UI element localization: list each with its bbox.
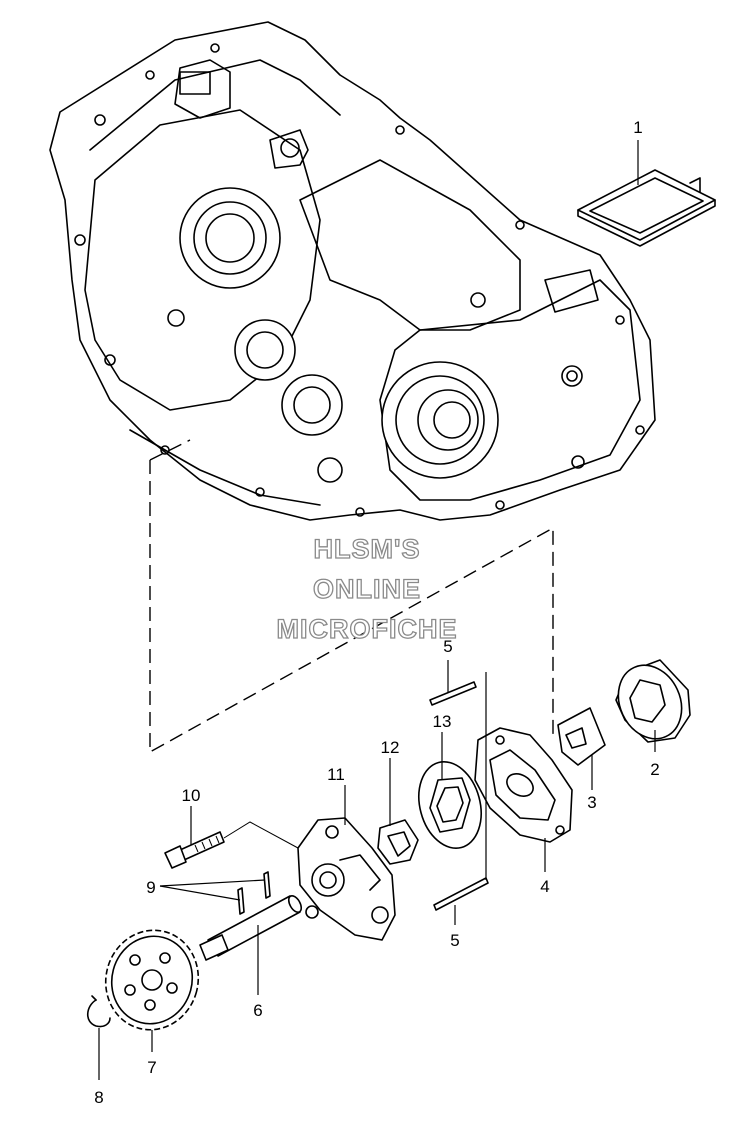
pump-cover (297, 817, 396, 941)
leader-lines (98, 140, 656, 1080)
callout-13: 13 (433, 712, 452, 731)
callout-11: 11 (327, 765, 345, 784)
callout-4: 4 (540, 877, 549, 896)
watermark-line-3: MICROFICHE (277, 614, 458, 644)
driven-gear (104, 929, 200, 1031)
crankcase-half (49, 21, 656, 521)
pump-bolt (164, 821, 299, 869)
inner-rotor-front (377, 819, 419, 865)
watermark: HLSM'S ONLINE MICROFICHE (276, 533, 458, 644)
callout-5-upper: 5 (443, 637, 452, 656)
callout-1: 1 (633, 118, 642, 137)
oil-strainer-screen (577, 169, 716, 247)
callout-6: 6 (253, 1001, 262, 1020)
callout-7: 7 (147, 1058, 156, 1077)
callout-5-lower: 5 (450, 931, 459, 950)
assembly-reference-lines (149, 439, 554, 754)
inner-rotor-rear (557, 707, 606, 766)
callout-2: 2 (650, 760, 659, 779)
outer-rotor (418, 760, 482, 850)
callout-labels: 1 2 3 4 5 5 6 7 8 9 10 11 12 13 (94, 118, 659, 1107)
callout-8: 8 (94, 1088, 103, 1107)
callout-9: 9 (146, 878, 155, 897)
callout-3: 3 (587, 793, 596, 812)
watermark-line-1: HLSM'S (314, 534, 421, 564)
dowel-pin-upper (429, 681, 477, 706)
dowel-pin-lower (433, 877, 489, 911)
drive-pins (237, 871, 271, 915)
pump-shaft (199, 895, 303, 961)
circlip (86, 995, 111, 1028)
watermark-line-2: ONLINE (313, 574, 421, 604)
callout-10: 10 (182, 786, 201, 805)
pump-outer-sleeve (615, 659, 691, 743)
pump-body-plate (474, 727, 573, 843)
callout-12: 12 (381, 738, 400, 757)
